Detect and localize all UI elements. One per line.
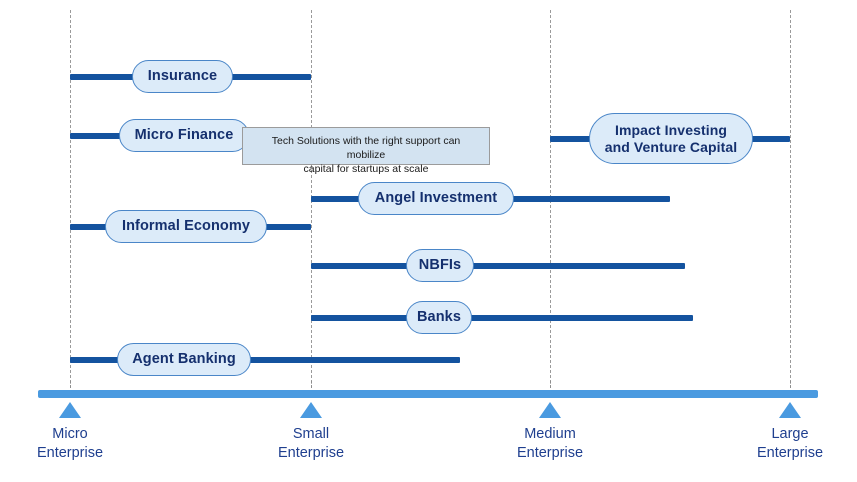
axis-marker-micro[interactable]	[59, 402, 81, 418]
pill-label-text: NBFIs	[418, 257, 462, 274]
segment-bar-agent-banking	[70, 357, 460, 363]
pill-label-text: Insurance	[147, 68, 218, 85]
pill-label-informal-economy[interactable]: Informal Economy	[105, 210, 267, 243]
pill-label-text: Informal Economy	[121, 218, 251, 235]
pill-label-banks[interactable]: Banks	[406, 301, 472, 334]
axis-tick-small	[311, 381, 312, 388]
pill-label-agent-banking[interactable]: Agent Banking	[117, 343, 251, 376]
pill-label-text: Angel Investment	[374, 190, 498, 207]
axis-bar	[38, 390, 818, 398]
gridline-0	[70, 10, 71, 388]
pill-label-angel-investment[interactable]: Angel Investment	[358, 182, 514, 215]
pill-label-nbfis[interactable]: NBFIs	[406, 249, 474, 282]
pill-label-text: Micro Finance	[134, 127, 234, 144]
axis-tick-medium	[550, 381, 551, 388]
pill-label-text: Agent Banking	[132, 351, 236, 368]
axis-tick-micro	[70, 381, 71, 388]
axis-marker-medium[interactable]	[539, 402, 561, 418]
pill-label-text: Banks	[416, 309, 462, 326]
callout-text: Tech Solutions with the right support ca…	[271, 135, 461, 175]
segment-bar-banks	[311, 315, 693, 321]
pill-label-insurance[interactable]: Insurance	[132, 60, 233, 93]
axis-tick-large	[790, 381, 791, 388]
callout-tooltip: Tech Solutions with the right support ca…	[242, 127, 490, 175]
gridline-3	[790, 10, 791, 388]
axis-marker-large[interactable]	[779, 402, 801, 418]
axis-marker-small[interactable]	[300, 402, 322, 418]
segment-bar-nbfis	[311, 263, 685, 269]
pill-label-micro-finance[interactable]: Micro Finance	[119, 119, 249, 152]
